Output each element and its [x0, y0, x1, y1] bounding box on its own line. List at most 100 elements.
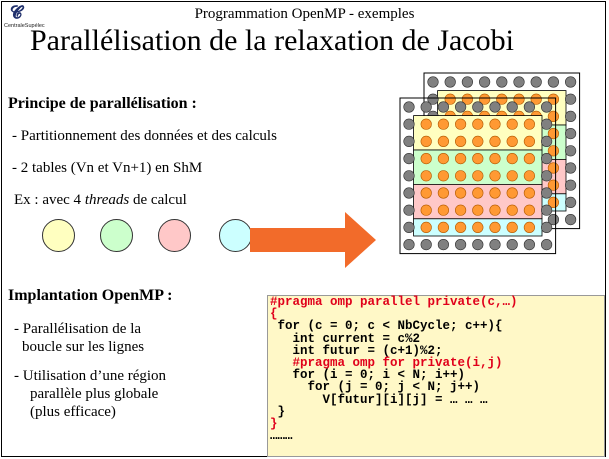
grid1-node-6-8	[540, 204, 553, 216]
grid1-node-2-6	[506, 135, 518, 147]
grid2-node-0-8	[564, 76, 577, 88]
principle-bullet-tables: - 2 tables (Vn et Vn+1) en ShM	[12, 160, 203, 176]
grid1-node-8-0	[403, 239, 415, 251]
grid1-node-1-0	[403, 118, 415, 130]
thread-circle-green	[100, 219, 133, 252]
impl-bullet1-line2: boucle sur les lignes	[22, 339, 145, 355]
grid2-node-1-5	[513, 93, 525, 105]
grid1-node-7-2	[437, 221, 450, 233]
grid1-node-1-8	[540, 118, 553, 130]
principle-heading: Principe de parallélisation :	[8, 95, 197, 112]
grid2-node-0-4	[496, 76, 508, 88]
grid1-node-3-1	[420, 153, 432, 165]
grid2-node-1-2	[461, 93, 474, 105]
grid2-node-0-2	[461, 76, 474, 88]
grid1-node-4-8	[540, 170, 553, 182]
grid1-node-5-7	[523, 187, 536, 199]
grid1-node-4-3	[455, 170, 467, 182]
grid1-node-2-5	[489, 135, 501, 147]
arrow-icon	[250, 212, 376, 268]
example-prefix: Ex : avec 4	[14, 192, 85, 208]
grid1-node-7-5	[489, 221, 501, 233]
grid1-node-3-2	[437, 153, 450, 165]
grid1-node-0-8	[540, 101, 553, 113]
grid1-node-6-6	[506, 204, 518, 216]
grid2-node-7-8	[564, 196, 577, 208]
example-suffix: de calcul	[129, 192, 187, 208]
grid1-node-8-7	[523, 239, 536, 251]
code-line-7: for (i = 0; i < N; i++)	[270, 368, 466, 383]
grid1-node-5-1	[420, 187, 432, 199]
grid1-node-7-6	[506, 221, 518, 233]
grid2-node-0-7	[547, 76, 560, 88]
grid1-node-3-8	[540, 153, 553, 165]
grid1-node-8-6	[506, 239, 518, 251]
grid1-node-8-4	[472, 239, 484, 251]
grid1-node-1-6	[506, 118, 518, 130]
impl-bullet1-line1: - Parallélisation de la	[14, 321, 142, 337]
grid1-border	[399, 97, 557, 255]
slide-title: Parallélisation de la relaxation de Jaco…	[30, 24, 514, 57]
code-line-5: int futur = (c+1)%2;	[270, 343, 443, 358]
grid2-node-0-0	[427, 76, 439, 88]
code-line-11: }	[270, 417, 278, 432]
grid2-node-3-8	[564, 128, 577, 140]
grid1-node-7-3	[455, 221, 467, 233]
grid2-node-1-4	[496, 93, 508, 105]
grid1-node-2-7	[523, 135, 536, 147]
logo-text: CentraleSupélec	[4, 23, 45, 29]
principle-example: Ex : avec 4 threads de calcul	[14, 191, 187, 209]
cs-logo-icon: 𝓒	[10, 3, 23, 23]
grid1-node-1-7	[523, 118, 536, 130]
grid1-node-3-5	[489, 153, 501, 165]
grid1-node-0-1	[420, 101, 432, 113]
impl-bullet2-line1: - Utilisation d’une région	[14, 368, 167, 384]
grid1-node-0-4	[472, 101, 484, 113]
grid1-node-0-2	[437, 101, 450, 113]
impl-bullet2-line3: (plus efficace)	[30, 404, 116, 420]
code-line-1: #pragma omp parallel private(c,…)	[270, 295, 518, 309]
grid1-node-7-7	[523, 221, 536, 233]
grid2-node-8-8	[564, 214, 577, 226]
grid1-node-8-8	[540, 239, 553, 251]
code-line-4: int current = c%2	[270, 331, 421, 346]
principle-bullet-partition: - Partitionnement des données et des cal…	[12, 128, 277, 144]
grid1-node-1-4	[472, 118, 484, 130]
grid1-node-3-3	[455, 153, 467, 165]
grid2-node-0-6	[530, 76, 542, 88]
grid1-node-6-5	[489, 204, 501, 216]
grid2-node-1-6	[530, 93, 542, 105]
grid1-node-4-6	[506, 170, 518, 182]
grid1-node-3-0	[403, 153, 415, 165]
grid1-node-4-4	[472, 170, 484, 182]
grid2-node-6-8	[564, 179, 577, 191]
example-threads: threads	[84, 192, 130, 208]
slide-subtitle: Programmation OpenMP - exemples	[194, 6, 415, 22]
grid1-node-2-1	[420, 135, 432, 147]
grid1-node-8-1	[420, 239, 432, 251]
grid1-node-8-5	[489, 239, 501, 251]
code-line-9: V[futur][i][j] = … … …	[270, 392, 488, 407]
grid1-node-0-0	[403, 101, 415, 113]
grid2-node-0-1	[444, 76, 456, 88]
grid1-node-8-3	[455, 239, 467, 251]
code-line-12: ………	[270, 429, 293, 444]
grid1-node-7-0	[403, 221, 415, 233]
code-line-3: for (c = 0; c < NbCycle; c++){	[270, 319, 503, 334]
grid2-node-0-5	[513, 76, 525, 88]
grid1-node-5-5	[489, 187, 501, 199]
grid1-node-6-7	[523, 204, 536, 216]
grid1-node-7-1	[420, 221, 432, 233]
grid2-node-1-3	[479, 93, 491, 105]
code-line-2: {	[270, 307, 278, 322]
code-line-6: #pragma omp for private(i,j)	[270, 356, 503, 371]
thread-circle-red	[158, 219, 191, 252]
grid1-node-6-3	[455, 204, 467, 216]
grid1-node-0-7	[523, 101, 536, 113]
grid1-node-5-6	[506, 187, 518, 199]
grid1-node-2-8	[540, 135, 553, 147]
grid2-node-4-8	[564, 145, 577, 157]
grid1-node-0-3	[455, 101, 467, 113]
grid1-node-4-2	[437, 170, 450, 182]
grid1-node-5-0	[403, 187, 415, 199]
